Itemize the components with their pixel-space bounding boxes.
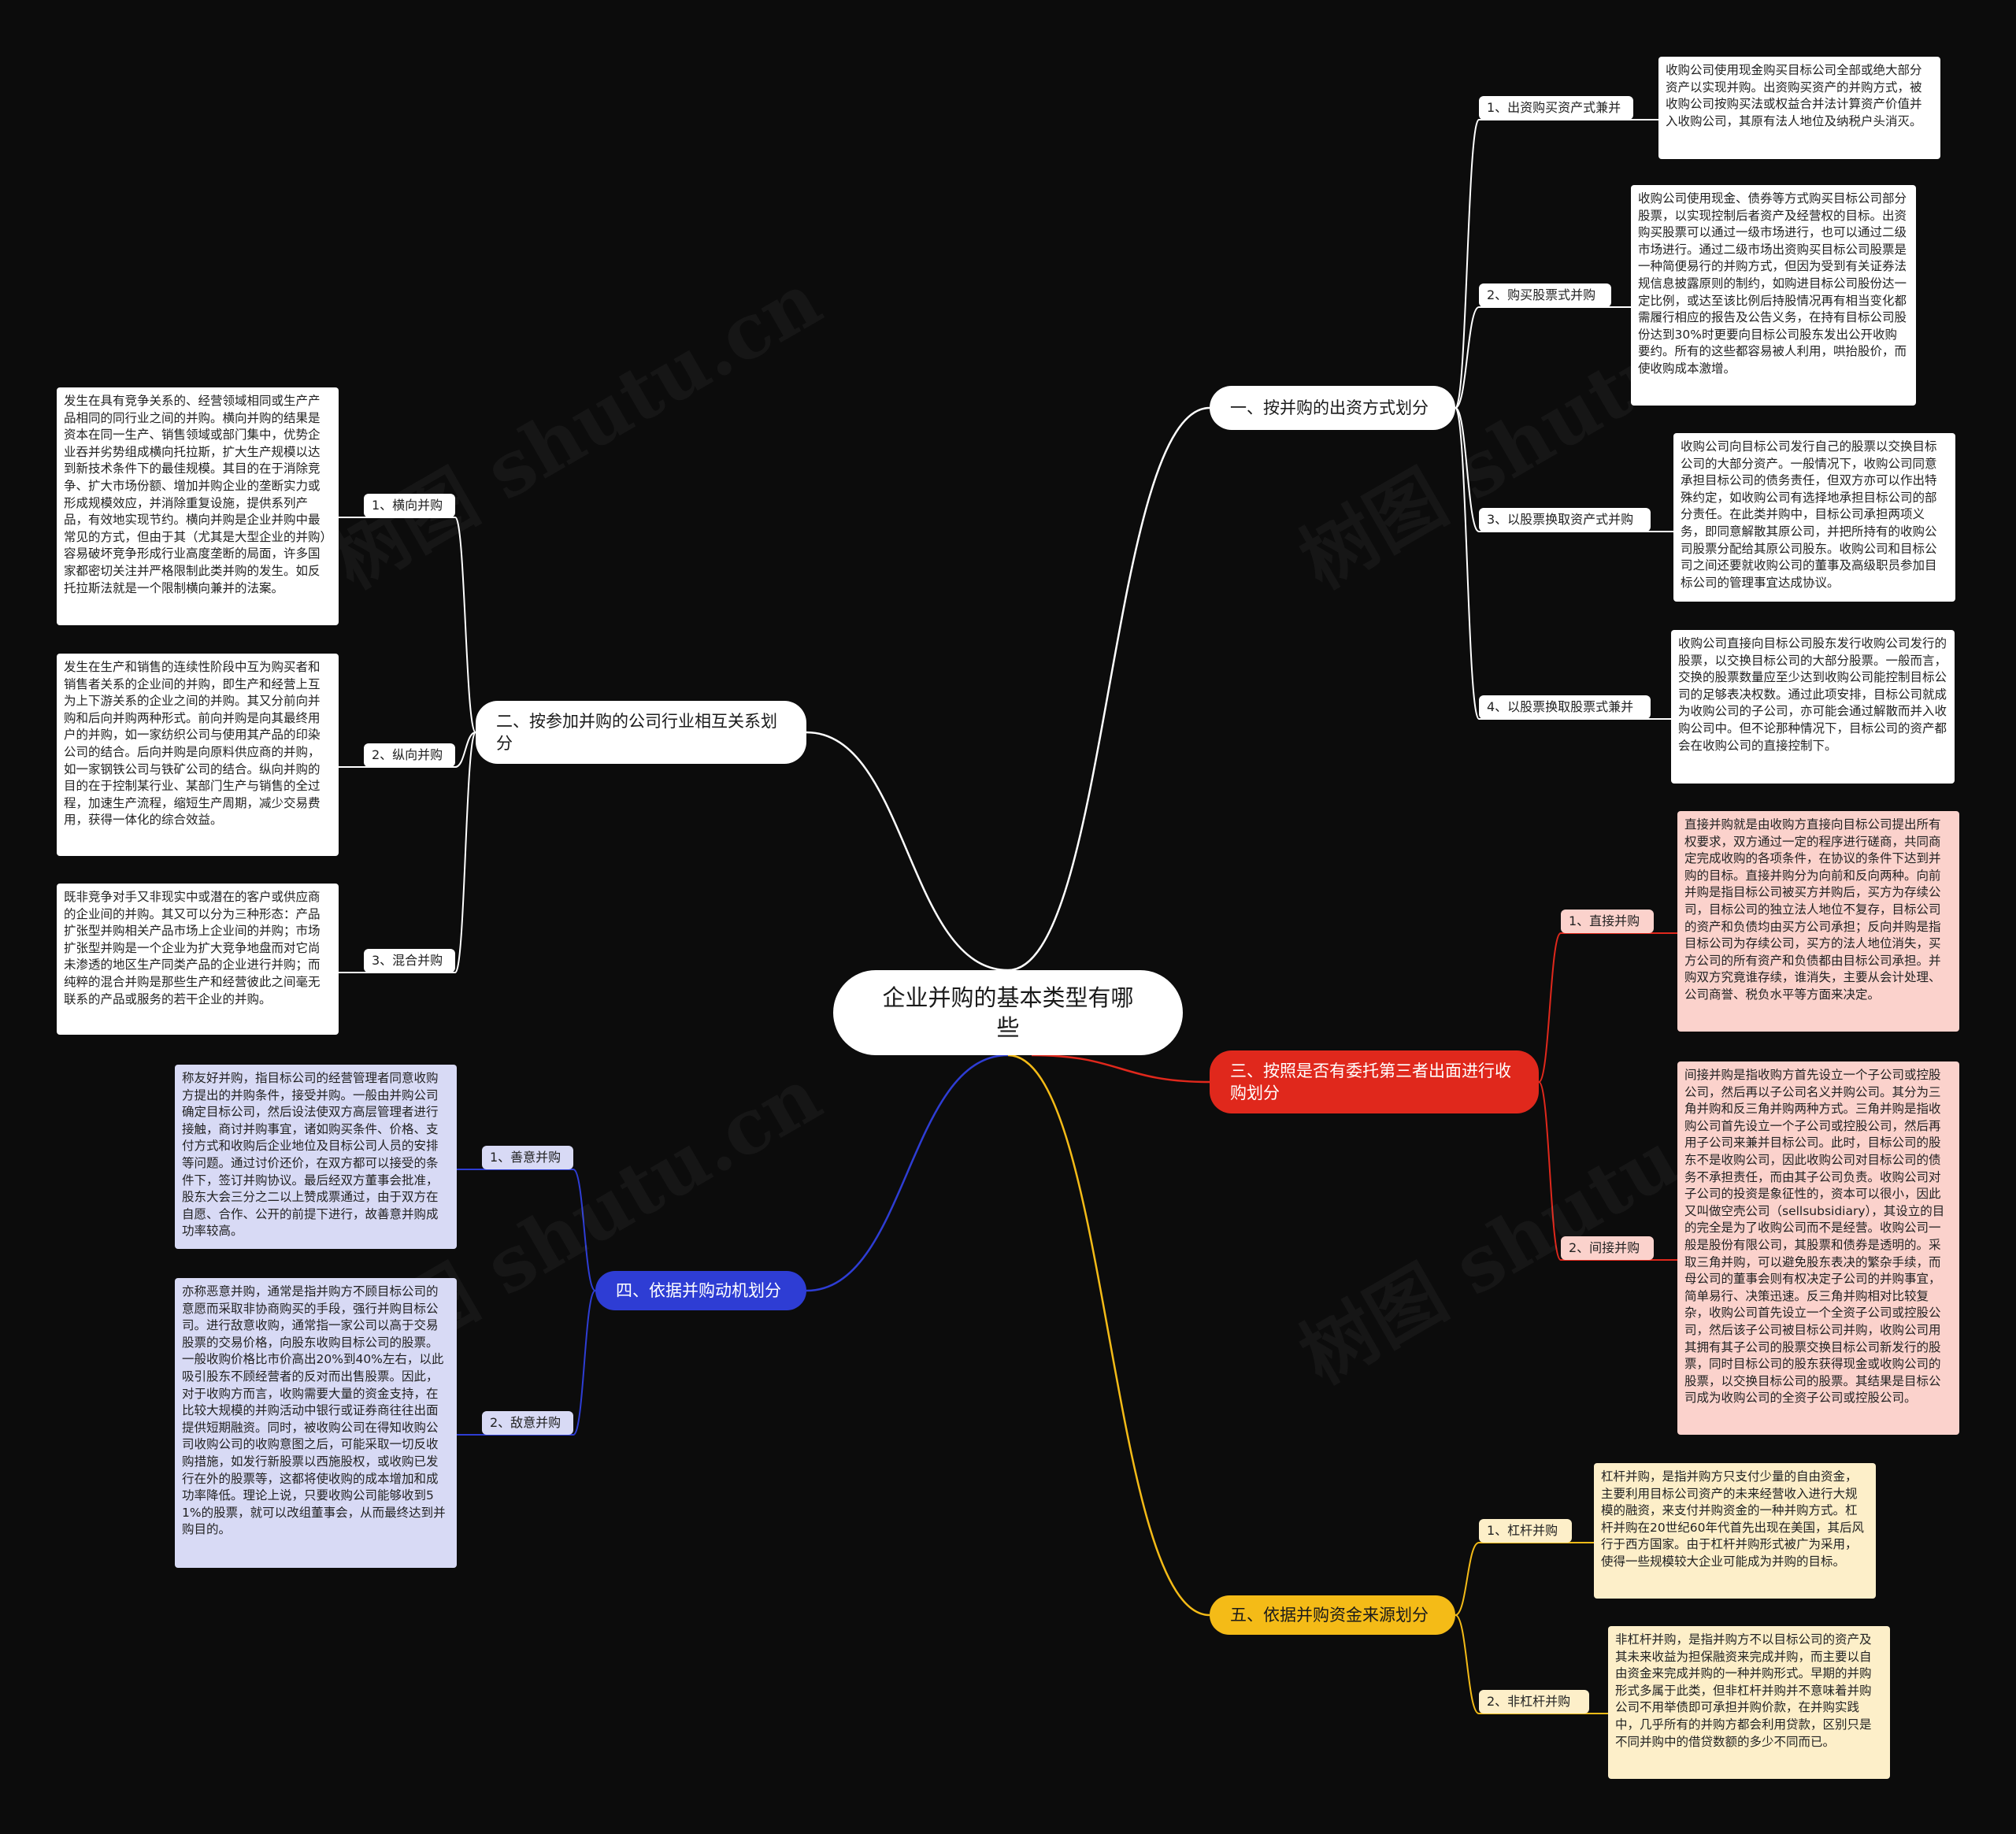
- branch-4-item-2-label[interactable]: 2、敌意并购: [482, 1411, 573, 1435]
- branch-2-item-2-text: 发生在生产和销售的连续性阶段中互为购买者和销售者关系的企业间的并购，即生产和经营…: [57, 654, 339, 856]
- branch-1-item-1-text: 收购公司使用现金购买目标公司全部或绝大部分资产以实现并购。出资购买资产的并购方式…: [1658, 57, 1940, 159]
- branch-1-item-4-text: 收购公司直接向目标公司股东发行收购公司发行的股票，以交换目标公司的大部分股票。一…: [1671, 630, 1955, 784]
- branch-1-item-4-label[interactable]: 4、以股票换取股票式兼并: [1479, 695, 1651, 719]
- connector-branch-1-item-4: [1455, 407, 1480, 720]
- branch-2-item-3-label[interactable]: 3、混合并购: [364, 949, 455, 973]
- connector-branch-2-item-3: [454, 732, 476, 973]
- branch-5-item-1-label[interactable]: 1、杠杆并购: [1479, 1519, 1572, 1543]
- branch-1-item-3-label[interactable]: 3、以股票换取资产式并购: [1479, 508, 1651, 532]
- connector-root-branch-1: [1007, 406, 1210, 972]
- branch-3-item-2-text: 间接并购是指收购方首先设立一个子公司或控股公司，然后再以子公司名义并购公司。其分…: [1677, 1061, 1959, 1435]
- connector-branch-4-item-1: [573, 1169, 596, 1291]
- branch-3-item-2-label[interactable]: 2、间接并购: [1561, 1236, 1654, 1260]
- branch-2-item-1-label[interactable]: 1、横向并购: [364, 494, 455, 517]
- branch-1-item-2-text: 收购公司使用现金、债券等方式购买目标公司部分股票，以实现控制后者资产及经营权的目…: [1631, 185, 1916, 406]
- connector-root-branch-2: [806, 731, 1009, 972]
- connector-root-branch-4: [806, 1054, 1009, 1292]
- connector-branch-2-item-2: [454, 732, 476, 768]
- branch-3-item-1-text: 直接并购就是由收购方直接向目标公司提出所有权要求，双方通过一定的程序进行磋商，共…: [1677, 811, 1959, 1032]
- branch-3-item-1-label[interactable]: 1、直接并购: [1561, 910, 1654, 933]
- branch-2-by-industry-relation[interactable]: 二、按参加并购的公司行业相互关系划分: [476, 701, 806, 764]
- branch-4-item-1-text: 称友好并购，指目标公司的经营管理者同意收购方提出的并购条件，接受并购。一般由并购…: [175, 1065, 457, 1249]
- connector-branch-1-item-2: [1455, 306, 1480, 409]
- branch-3-by-third-party[interactable]: 三、按照是否有委托第三者出面进行收购划分: [1210, 1050, 1539, 1113]
- branch-1-item-3-text: 收购公司向目标公司发行自己的股票以交换目标公司的大部分资产。一般情况下，收购公司…: [1673, 433, 1955, 602]
- branch-4-by-motive[interactable]: 四、依据并购动机划分: [595, 1271, 806, 1310]
- connector-root-branch-3: [1031, 1054, 1210, 1084]
- branch-1-by-payment-method[interactable]: 一、按并购的出资方式划分: [1210, 386, 1455, 430]
- branch-4-item-1-label[interactable]: 1、善意并购: [482, 1146, 573, 1169]
- connector-branch-3-item-2: [1538, 1081, 1562, 1261]
- connector-branch-2-item-1: [454, 517, 476, 733]
- branch-1-item-1-label[interactable]: 1、出资购买资产式兼并: [1479, 96, 1633, 120]
- branch-2-item-1-text: 发生在具有竞争关系的、经营领域相同或生产产品相同的同行业之间的并购。横向并购的结…: [57, 387, 339, 625]
- branch-5-item-1-text: 杠杆并购，是指并购方只支付少量的自由资金，主要利用目标公司资产的未来经营收入进行…: [1594, 1463, 1876, 1599]
- connector-root-branch-5: [1007, 1054, 1210, 1617]
- branch-4-item-2-text: 亦称恶意并购，通常是指并购方不顾目标公司的意愿而采取非协商购买的手段，强行并购目…: [175, 1278, 457, 1568]
- root-topic[interactable]: 企业并购的基本类型有哪些: [833, 970, 1183, 1055]
- branch-2-item-3-text: 既非竞争对手又非现实中或潜在的客户或供应商的企业间的并购。其又可以分为三种形态：…: [57, 884, 339, 1035]
- connector-branch-4-item-2: [573, 1290, 596, 1436]
- connector-branch-1-item-3: [1455, 407, 1480, 532]
- branch-5-item-2-text: 非杠杆并购，是指并购方不以目标公司的资产及其未来收益为担保融资来完成并购，而主要…: [1608, 1626, 1890, 1779]
- branch-5-by-fund-source[interactable]: 五、依据并购资金来源划分: [1210, 1595, 1455, 1635]
- connector-branch-3-item-1: [1538, 932, 1562, 1083]
- connector-branch-5-item-2: [1455, 1614, 1480, 1714]
- branch-2-item-2-label[interactable]: 2、纵向并购: [364, 743, 455, 767]
- connector-branch-1-item-1: [1455, 119, 1480, 409]
- branch-1-item-2-label[interactable]: 2、购买股票式并购: [1479, 283, 1611, 307]
- connector-branch-5-item-1: [1455, 1542, 1480, 1616]
- branch-5-item-2-label[interactable]: 2、非杠杆并购: [1479, 1690, 1589, 1714]
